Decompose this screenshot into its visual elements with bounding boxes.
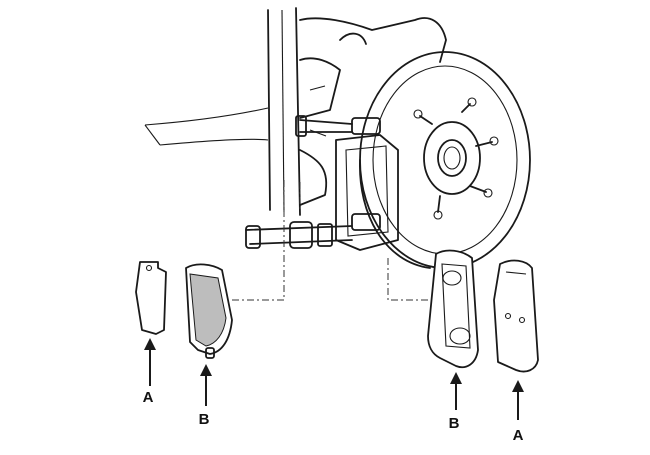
wheel-hub xyxy=(413,97,499,220)
brake-rotor xyxy=(359,51,531,269)
leader-lines xyxy=(232,180,428,301)
steering-knuckle xyxy=(299,17,447,206)
callout-left-a: A xyxy=(142,389,154,406)
strut-tube xyxy=(267,7,301,216)
right-shim-a xyxy=(493,259,539,373)
drive-shaft xyxy=(144,107,269,146)
callout-right-a: A xyxy=(512,427,524,444)
arrow-right-a xyxy=(512,380,524,420)
arrow-left-b xyxy=(200,364,212,406)
callout-right-b: B xyxy=(448,415,460,432)
right-pad-b xyxy=(427,249,479,369)
arrow-right-b xyxy=(450,372,462,410)
left-shim-a xyxy=(135,261,167,335)
left-pad-b xyxy=(185,263,233,359)
guide-pins xyxy=(245,115,353,249)
callout-left-b: B xyxy=(198,411,210,428)
arrow-left-a xyxy=(144,338,156,386)
caliper-bracket xyxy=(335,117,399,251)
